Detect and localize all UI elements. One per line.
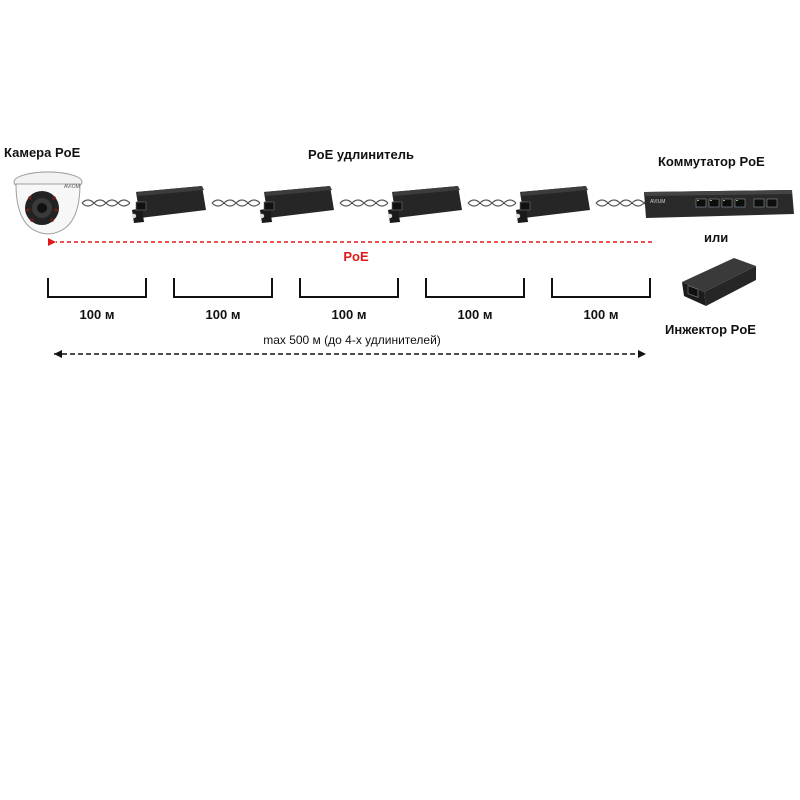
cable-camera-ext1 xyxy=(81,199,131,207)
segment-label: 100 м xyxy=(205,307,241,322)
segment-bracket xyxy=(299,278,399,298)
cable-ext1-ext2 xyxy=(211,199,261,207)
poe-extender-icon xyxy=(386,180,466,230)
segment-bracket xyxy=(425,278,525,298)
injector-label: Инжектор PoE xyxy=(665,322,756,337)
segment-bracket xyxy=(551,278,651,298)
camera-label: Камера PoE xyxy=(4,145,81,160)
poe-extender-icon xyxy=(514,180,594,230)
segment-label: 100 м xyxy=(457,307,493,322)
cable-ext2-ext3 xyxy=(339,199,389,207)
segment-label: 100 м xyxy=(583,307,619,322)
poe-arrow-label: PoE xyxy=(343,249,369,264)
poe-extender-icon xyxy=(258,180,338,230)
cable-ext3-ext4 xyxy=(467,199,517,207)
switch-label: Коммутатор PoE xyxy=(658,154,765,169)
segment-bracket xyxy=(47,278,147,298)
segment-bracket xyxy=(173,278,273,298)
segment-label: 100 м xyxy=(79,307,115,322)
svg-text:AVIUM: AVIUM xyxy=(650,199,665,205)
segment-label: 100 м xyxy=(331,307,367,322)
svg-text:AVIOM: AVIOM xyxy=(64,184,80,190)
or-label: или xyxy=(704,230,729,245)
poe-extender-icon xyxy=(130,180,210,230)
poe-injector-icon xyxy=(678,252,758,315)
dome-camera-icon: AVIOM xyxy=(12,168,84,243)
extender-label: PoE удлинитель xyxy=(308,147,414,162)
poe-switch-icon: AVIUM xyxy=(644,186,794,225)
max-distance-label: max 500 м (до 4-х удлинителей) xyxy=(263,333,441,347)
